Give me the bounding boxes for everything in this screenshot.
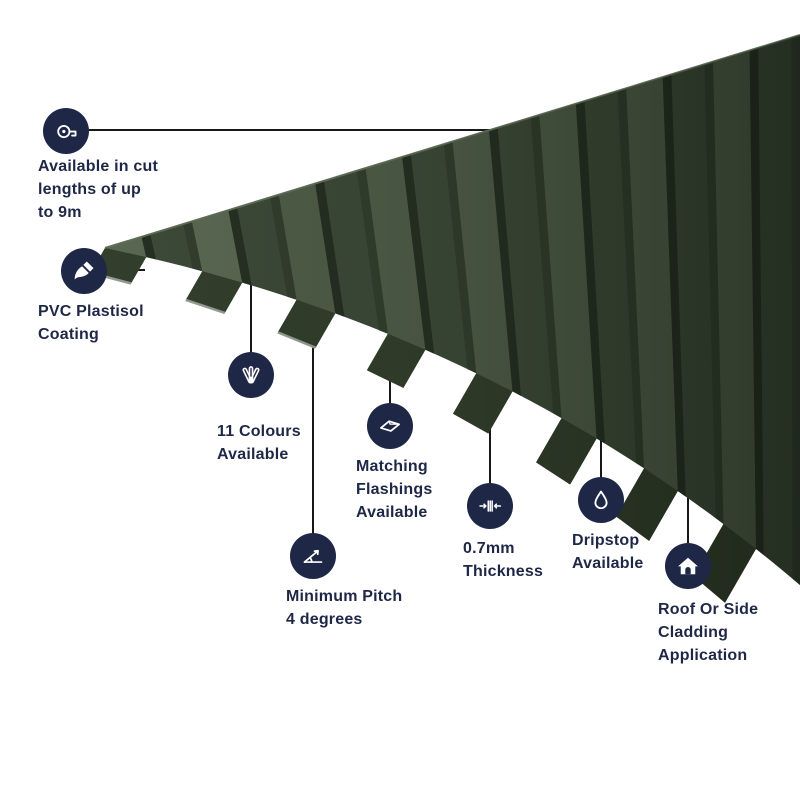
colours-badge [228, 352, 274, 398]
thickness-icon [479, 500, 502, 512]
cut-lengths-badge [43, 108, 89, 154]
flashings-badge [367, 403, 413, 449]
paint-brush-icon [74, 261, 94, 280]
pvc-plastisol-badge [61, 248, 107, 294]
cladding-badge [665, 543, 711, 589]
cut-lengths-label: Available in cut lengths of up to 9m [38, 158, 158, 221]
dripstop-label: Dripstop Available [572, 532, 644, 572]
cladding-icon [678, 557, 698, 575]
flashings-label: Matching Flashings Available [356, 458, 433, 521]
colours-label: 11 Colours Available [217, 423, 301, 463]
colour-swatch-icon [242, 366, 260, 384]
dripstop-icon [594, 490, 608, 510]
pitch-badge [290, 533, 336, 579]
pitch-label: Minimum Pitch 4 degrees [286, 588, 403, 628]
tape-measure-icon [57, 124, 77, 139]
pvc-plastisol-label: PVC Plastisol Coating [38, 303, 144, 343]
pitch-icon [303, 549, 323, 563]
thickness-label: 0.7mm Thickness [463, 540, 544, 580]
dripstop-badge [578, 477, 624, 523]
cladding-label: Roof Or Side Cladding Application [658, 601, 759, 664]
flashing-icon [380, 420, 400, 432]
thickness-badge [467, 483, 513, 529]
